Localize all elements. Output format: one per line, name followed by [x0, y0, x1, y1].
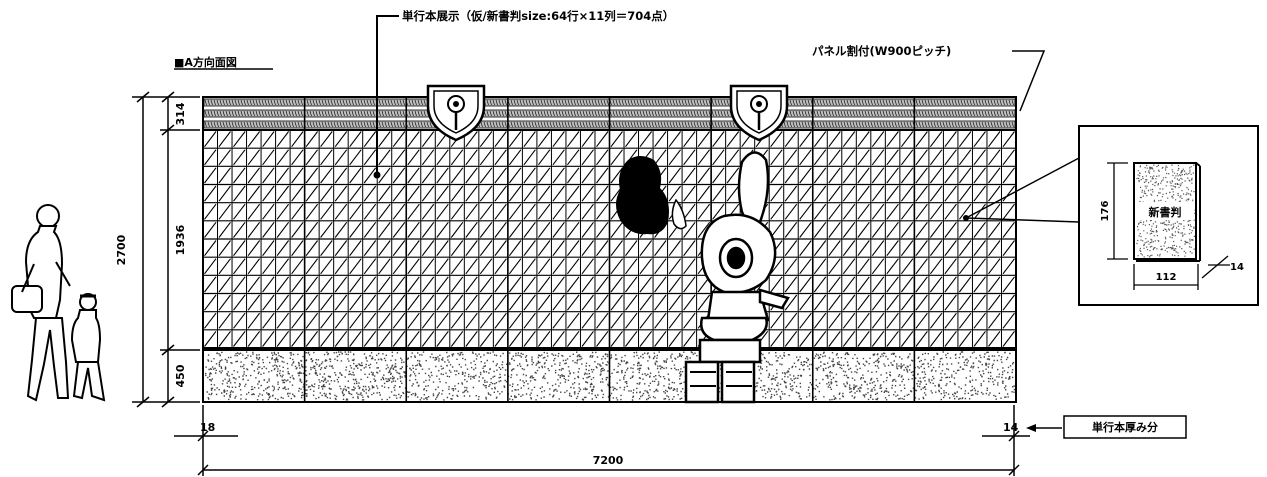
thickness-arrow	[1026, 424, 1062, 432]
book-width-dim: 112	[1156, 272, 1177, 283]
book-illustration	[1133, 162, 1201, 262]
book-height-dim: 176	[1100, 201, 1111, 222]
panel-pitch-label: パネル割付(W900ピッチ)	[812, 44, 951, 58]
book-display-callout: 単行本展示（仮/新書判size:64行×11列＝704点）	[373, 9, 674, 179]
dim-display-height: 1936	[174, 224, 187, 255]
book-format-label: 新書判	[1149, 205, 1182, 219]
horizontal-dimensions	[174, 405, 1030, 476]
detail-inset: 新書判 176 112 14	[963, 125, 1259, 306]
panel-dividers	[303, 97, 916, 402]
dim-top-band: 314	[174, 102, 187, 125]
shield-emblem-left	[426, 84, 486, 142]
dim-total-height: 2700	[115, 234, 128, 265]
book-depth-dim: 14	[1230, 262, 1244, 273]
book-thickness-label: 単行本厚み分	[1092, 420, 1158, 434]
book-grid	[203, 130, 1016, 348]
scale-figure-adult	[11, 204, 71, 402]
book-thickness-box	[1063, 415, 1187, 439]
panel-pitch-callout: パネル割付(W900ピッチ)	[812, 44, 1046, 112]
silhouette-figure	[616, 156, 687, 235]
vertical-dimensions	[132, 91, 200, 408]
display-wall	[202, 84, 1017, 404]
base-texture	[205, 351, 1016, 401]
drawing-title: ■A方向面図	[174, 55, 237, 69]
dim-total-width: 7200	[593, 454, 624, 467]
base-speckle	[205, 351, 1016, 401]
book-display-label: 単行本展示（仮/新書判size:64行×11列＝704点）	[402, 9, 674, 23]
shield-emblem-right	[729, 84, 789, 142]
scale-figure-child	[70, 293, 106, 402]
dim-base-height: 450	[174, 364, 187, 387]
dim-left-offset: 18	[200, 421, 215, 434]
mascot-character	[684, 151, 790, 404]
dim-right-offset: 14	[1003, 421, 1019, 434]
